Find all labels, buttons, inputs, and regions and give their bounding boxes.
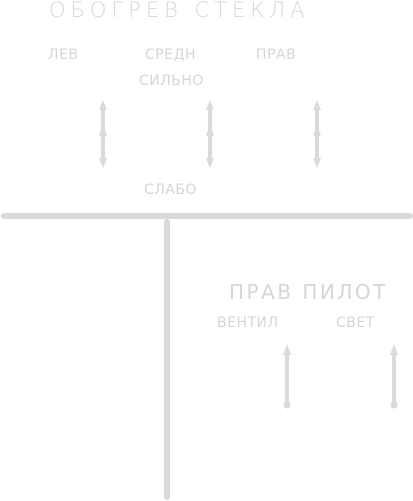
left-label: ЛЕВ	[48, 47, 79, 63]
weak-label: СЛАБО	[144, 182, 198, 198]
right-label: ПРАВ	[256, 47, 297, 63]
center-window-heat-switch[interactable]	[203, 100, 217, 168]
fan-label: ВЕНТИЛ	[217, 315, 279, 331]
right-window-heat-switch[interactable]	[310, 100, 324, 168]
fan-switch[interactable]	[280, 344, 294, 410]
right-pilot-title: ПРАВ ПИЛОТ	[229, 280, 388, 304]
horizontal-panel-divider	[1, 213, 413, 219]
left-window-heat-switch[interactable]	[96, 100, 110, 168]
strong-label: СИЛЬНО	[139, 73, 204, 89]
window-heat-title: ОБОГРЕВ СТЕКЛА	[49, 0, 310, 22]
light-label: СВЕТ	[336, 315, 375, 331]
vertical-panel-divider	[164, 219, 170, 500]
light-switch[interactable]	[387, 344, 401, 410]
center-label: СРЕДН	[145, 47, 197, 63]
